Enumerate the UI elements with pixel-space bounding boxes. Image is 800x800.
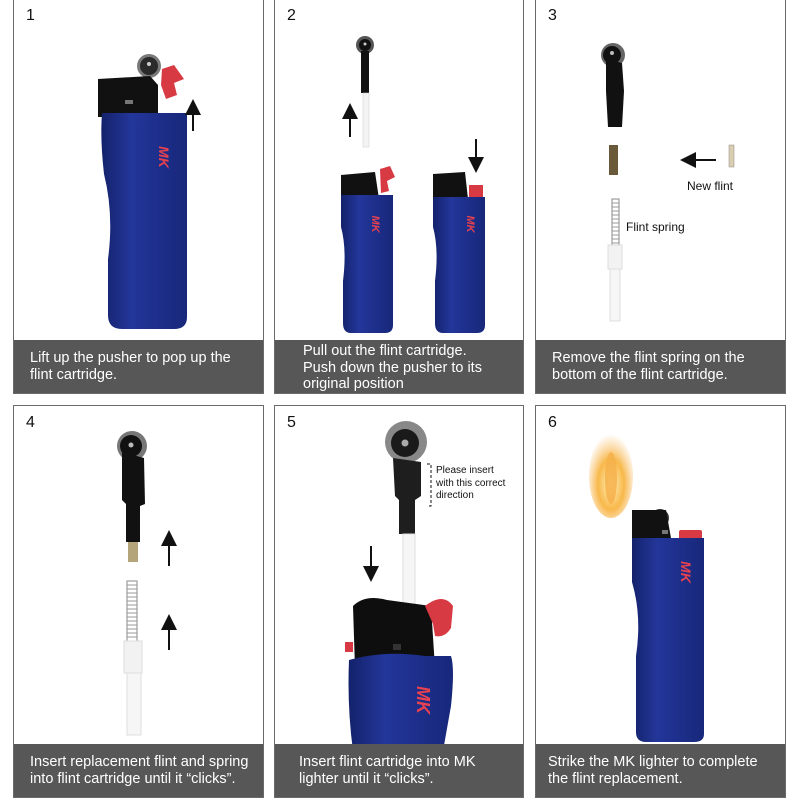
step-5-panel: 5 MK Please insert with this correct dir… (274, 405, 524, 798)
cartridge-head-icon (601, 43, 625, 127)
svg-text:MK: MK (678, 561, 694, 584)
flint-cartridge-icon (356, 36, 374, 148)
lighter-icon: MK (632, 509, 704, 742)
new-flint-icon (728, 144, 735, 168)
spring-icon (611, 198, 620, 248)
cartridge-tube-icon (123, 640, 143, 736)
lighter-icon: MK (433, 172, 485, 333)
cartridge-tube-icon (607, 244, 623, 322)
lighter-icon: MK (98, 54, 201, 329)
step-2-panel: 2 MK MK Pull out the flint cartridge.Pus… (274, 0, 524, 394)
svg-text:MK: MK (413, 686, 433, 716)
step-number: 1 (26, 7, 35, 24)
step-number: 4 (26, 414, 35, 431)
step-number: 6 (548, 414, 557, 431)
bracket-icon (427, 463, 432, 507)
direction-note: Please insert with this correct directio… (436, 465, 506, 501)
lighter-icon: MK (345, 598, 453, 751)
svg-text:MK: MK (369, 215, 381, 233)
flint-spring-label: Flint spring (626, 220, 685, 234)
step-number: 2 (287, 7, 296, 24)
old-flint-icon (609, 145, 618, 175)
lighter-icon: MK (341, 166, 395, 333)
new-flint-label: New flint (687, 179, 734, 193)
cartridge-head-icon (117, 431, 147, 562)
step-caption: Pull out the flint cartridge.Push down t… (275, 340, 523, 393)
step-3-panel: 3 New flint Flint spring Remove the flin… (535, 0, 786, 394)
svg-text:MK: MK (464, 215, 476, 233)
step-number: 5 (287, 414, 296, 431)
flint-cartridge-icon (385, 421, 427, 605)
step-number: 3 (548, 7, 557, 24)
spring-icon (126, 580, 138, 644)
svg-text:MK: MK (156, 146, 172, 169)
